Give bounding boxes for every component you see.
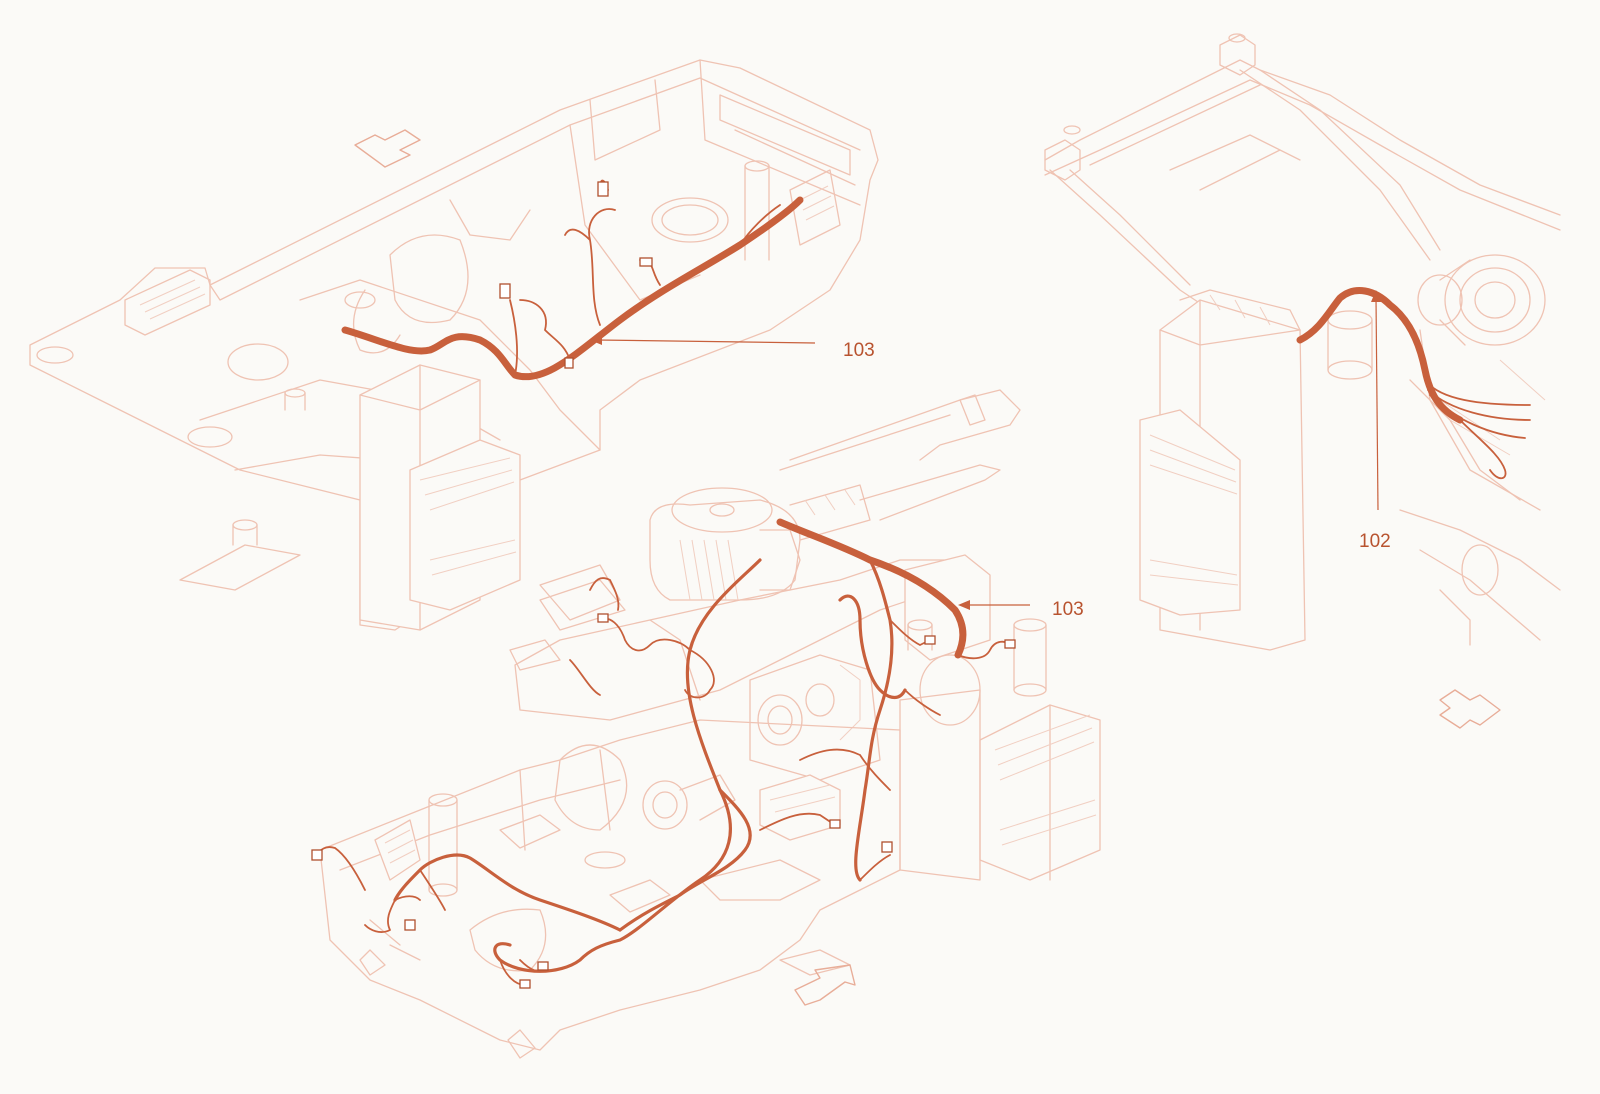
callout-label-102-right: 102	[1359, 531, 1391, 552]
direction-arrow-icon	[1439, 689, 1501, 729]
callout-label-103-top: 103	[843, 340, 875, 361]
harness-102-right	[1296, 287, 1531, 511]
chassis-view-top-left	[29, 59, 879, 631]
harness-103-top-left	[341, 179, 816, 381]
direction-arrow-icon	[794, 964, 856, 1006]
chassis-view-center	[319, 389, 1101, 1059]
direction-arrow-icon	[354, 129, 421, 168]
chassis-view-right	[1044, 33, 1561, 729]
harness-103-center	[311, 518, 1030, 989]
callout-label-103-center: 103	[1052, 599, 1084, 620]
